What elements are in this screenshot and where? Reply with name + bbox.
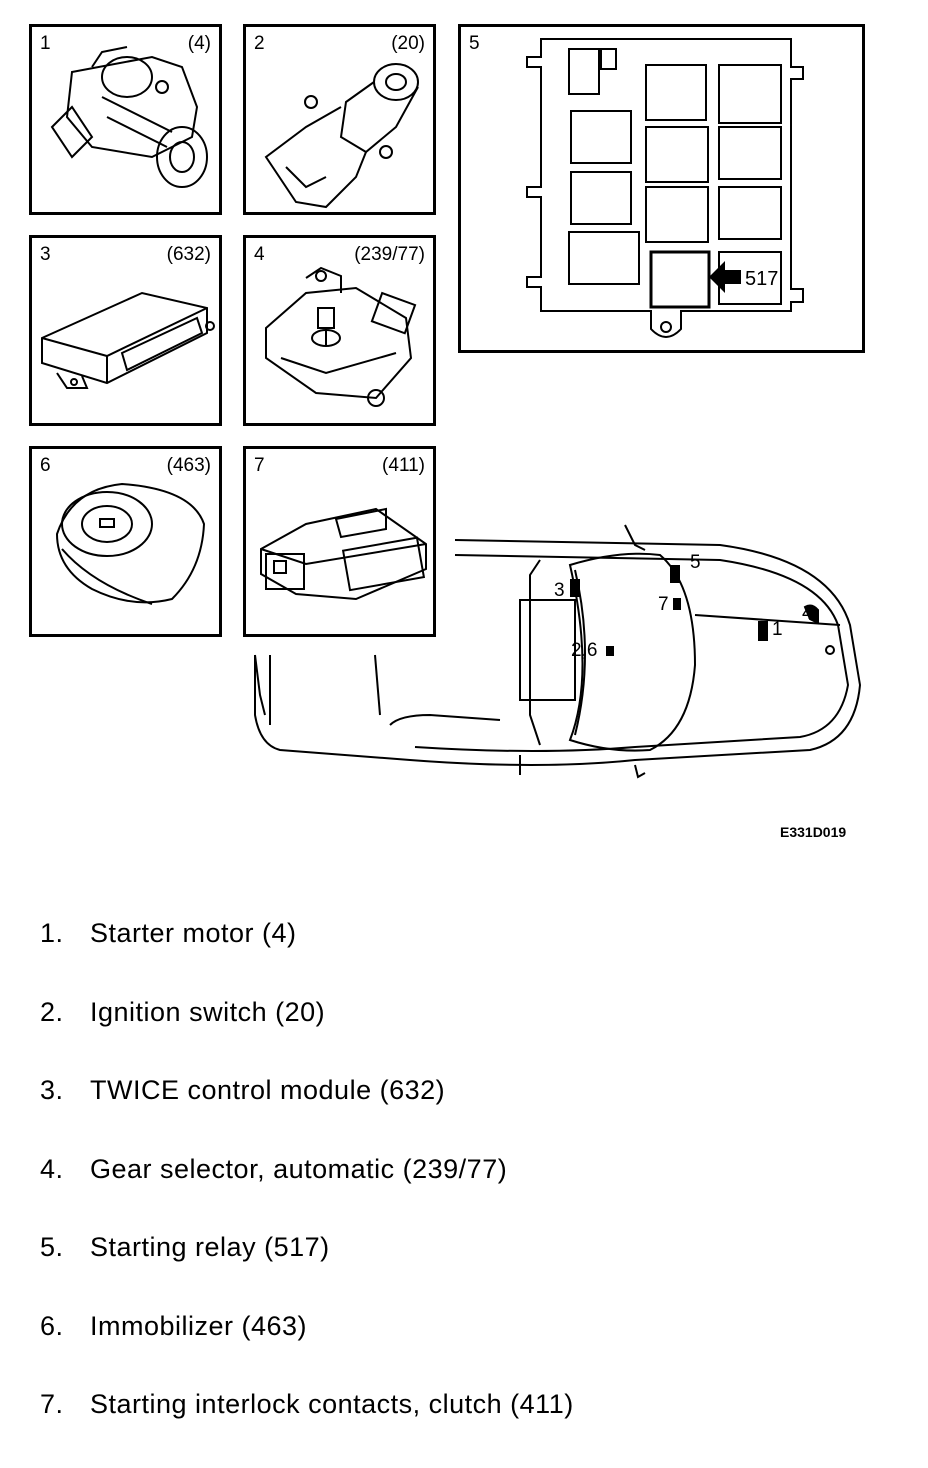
panel-number: 6 (40, 455, 51, 476)
panel-relay-box: 5 517 (458, 24, 865, 353)
starter-motor-illustration (50, 46, 208, 188)
panel-code: (20) (391, 33, 425, 54)
panel-code: (463) (166, 455, 211, 476)
car-label-5: 5 (690, 552, 701, 573)
legend-text: Starter motor (4) (90, 918, 297, 948)
location-marker-3 (570, 579, 580, 597)
legend-item: 3. TWICE control module (632) (40, 1075, 574, 1154)
relay-number-label: 517 (745, 268, 779, 290)
legend-item: 5. Starting relay (517) (40, 1232, 574, 1311)
legend-number: 1. (40, 918, 64, 948)
panel-number: 3 (40, 244, 51, 265)
ignition-switch-illustration (264, 63, 419, 209)
legend-text: Immobilizer (463) (90, 1310, 308, 1341)
location-marker-2-6 (606, 646, 614, 656)
panel-code: (632) (166, 244, 211, 265)
legend-number: 7. (40, 1389, 64, 1419)
legend-item: 2. Ignition switch (20) (40, 997, 574, 1076)
legend-item: 4. Gear selector, automatic (239/77) (40, 1154, 574, 1233)
panel-gear-selector: 4 (239/77) (243, 235, 436, 426)
legend-number: 4. (40, 1153, 64, 1184)
location-marker-7 (673, 598, 681, 610)
legend-item: 7. Starting interlock contacts, clutch (4… (40, 1389, 574, 1468)
legend-text: Starting relay (517) (90, 1232, 330, 1262)
component-legend: 1. Starter motor (4) 2. Ignition switch (2… (40, 918, 574, 1468)
legend-text: TWICE control module (632) (90, 1075, 446, 1105)
panel-number: 1 (40, 33, 51, 54)
car-label-2-6: 2,6 (571, 640, 598, 661)
panel-number: 2 (254, 33, 265, 54)
panel-immobilizer: 6 (463) (29, 446, 222, 637)
panel-code: (239/77) (354, 244, 425, 265)
gear-selector-illustration (265, 266, 417, 407)
vehicle-component-location-diagram (254, 524, 862, 779)
panel-number: 5 (469, 33, 480, 54)
panel-ignition-switch: 2 (20) (243, 24, 436, 215)
car-label-4: 4 (802, 603, 813, 624)
car-label-1: 1 (772, 619, 783, 640)
location-marker-5 (670, 565, 680, 583)
legend-text: Gear selector, automatic (239/77) (90, 1153, 508, 1184)
panel-code: (411) (382, 455, 425, 476)
legend-number: 3. (40, 1075, 64, 1105)
panel-twice-control-module: 3 (632) (29, 235, 222, 426)
legend-text: Starting interlock contacts, clutch (411… (90, 1389, 574, 1419)
legend-item: 6. Immobilizer (463) (40, 1311, 574, 1390)
car-label-7: 7 (658, 594, 669, 615)
panel-interlock-contacts: 7 (411) (243, 446, 436, 637)
arrow-icon (709, 261, 741, 293)
panel-starter-motor: 1 (4) (29, 24, 222, 215)
panel-number: 4 (254, 244, 265, 265)
relay-box-illustration (526, 38, 804, 338)
location-marker-1 (758, 621, 768, 641)
car-label-3: 3 (554, 580, 565, 601)
legend-number: 5. (40, 1232, 64, 1262)
figure-code: E331D019 (780, 824, 847, 840)
control-module-illustration (41, 291, 215, 389)
legend-text: Ignition switch (20) (90, 996, 326, 1027)
interlock-contacts-illustration (260, 507, 427, 601)
legend-number: 6. (40, 1310, 64, 1341)
panel-number: 7 (254, 455, 265, 476)
immobilizer-illustration (55, 482, 206, 605)
panel-code: (4) (187, 33, 211, 54)
legend-item: 1. Starter motor (4) (40, 918, 574, 997)
legend-number: 2. (40, 996, 64, 1027)
